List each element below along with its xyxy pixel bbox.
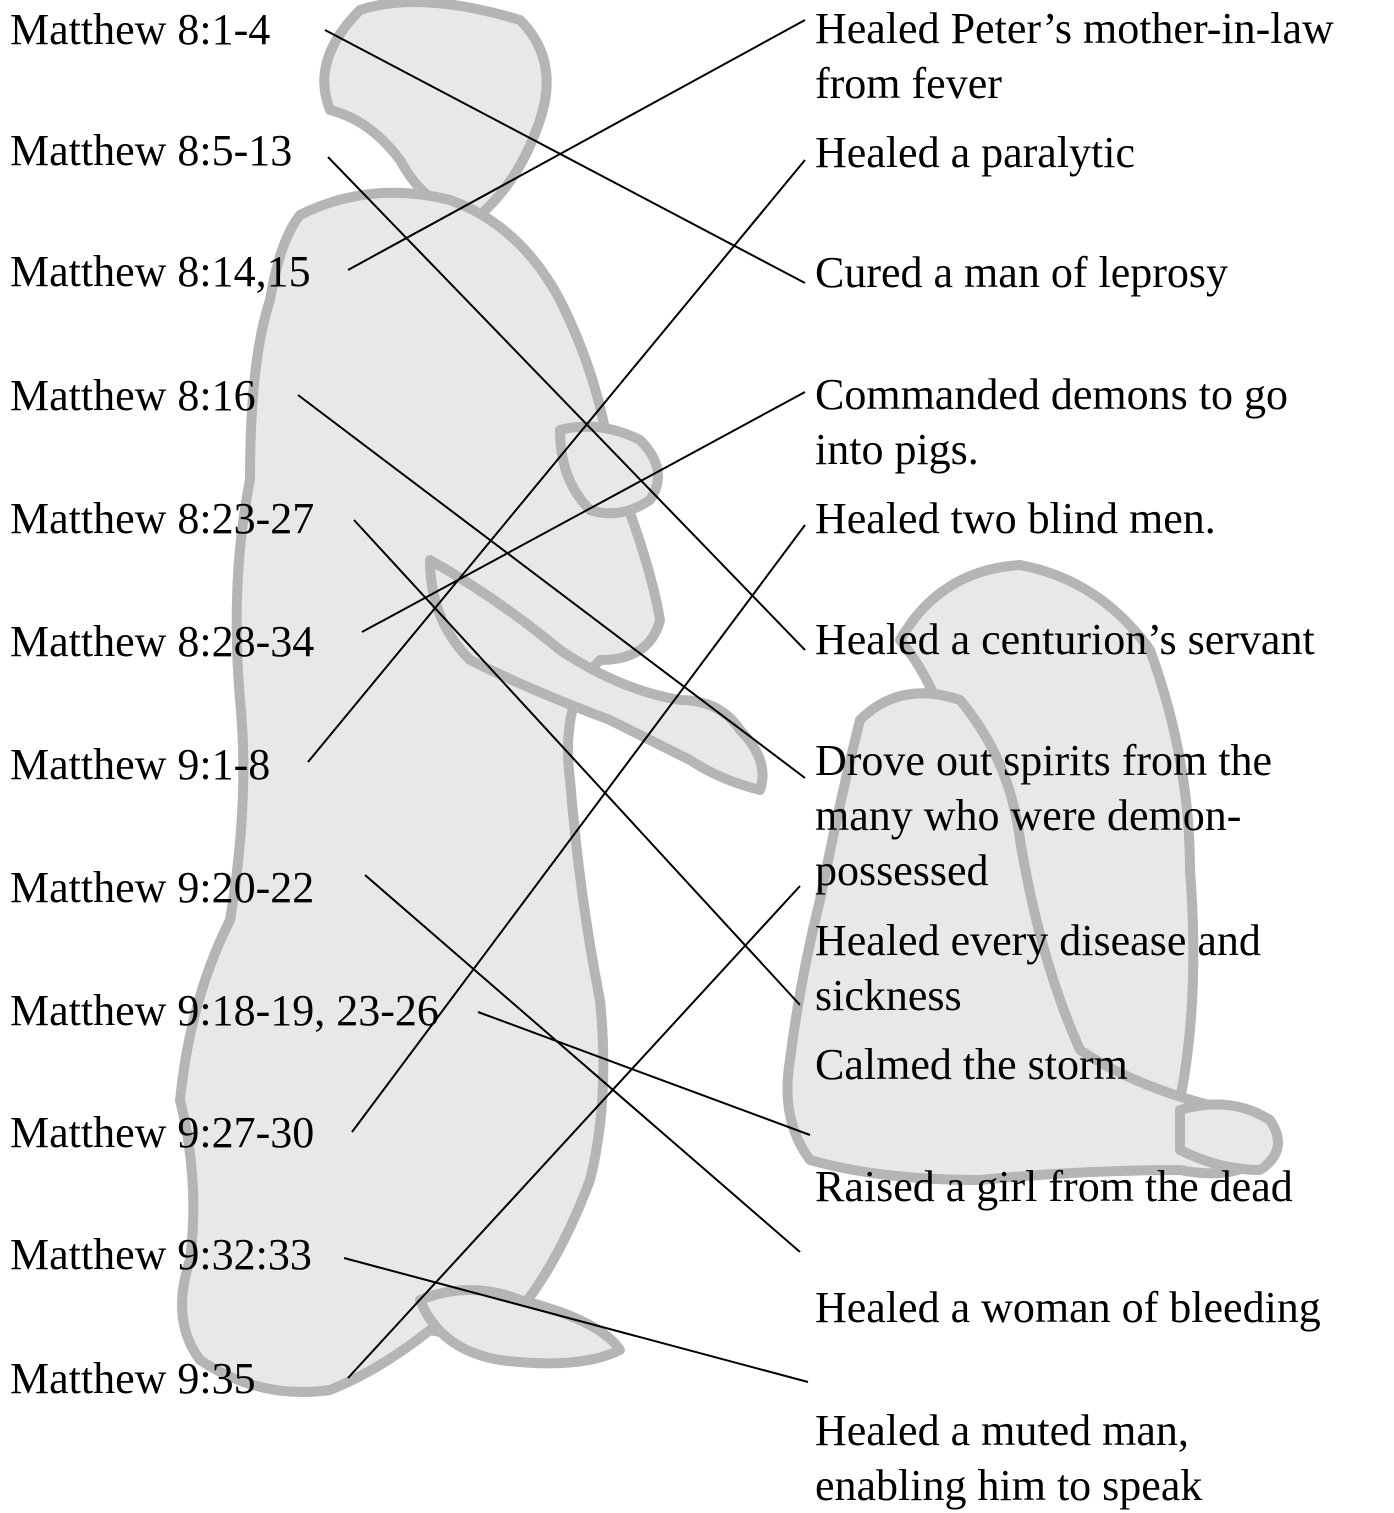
reference-label: Matthew 9:1-8 [10, 739, 270, 791]
description-label: Healed a muted man, enabling him to spea… [815, 1403, 1390, 1513]
description-label: Cured a man of leprosy [815, 245, 1390, 300]
connector-line [365, 875, 800, 1252]
connector-line [348, 20, 805, 270]
description-label: Commanded demons to go into pigs. [815, 367, 1390, 477]
description-label: Healed a woman of bleeding [815, 1280, 1390, 1335]
description-label: Drove out spirits from the many who were… [815, 733, 1390, 898]
description-label: Healed a paralytic [815, 125, 1390, 180]
reference-label: Matthew 9:18-19, 23-26 [10, 985, 439, 1037]
connector-line [328, 157, 805, 650]
description-label: Healed every disease and sickness [815, 913, 1390, 1023]
connector-line [354, 520, 800, 1005]
reference-label: Matthew 8:5-13 [10, 125, 292, 177]
reference-label: Matthew 9:20-22 [10, 862, 314, 914]
connector-line [344, 1258, 808, 1382]
reference-label: Matthew 8:28-34 [10, 616, 314, 668]
connector-line [348, 886, 800, 1378]
description-label: Healed a centurion’s servant [815, 612, 1390, 667]
description-label: Raised a girl from the dead [815, 1159, 1390, 1214]
reference-label: Matthew 9:35 [10, 1353, 256, 1405]
description-label: Healed Peter’s mother-in-law from fever [815, 1, 1390, 111]
connector-line [298, 395, 805, 778]
reference-label: Matthew 9:27-30 [10, 1107, 314, 1159]
description-label: Healed two blind men. [815, 491, 1390, 546]
reference-label: Matthew 8:1-4 [10, 4, 270, 56]
connector-line [325, 30, 805, 283]
description-label: Calmed the storm [815, 1037, 1390, 1092]
connector-line [352, 525, 805, 1132]
reference-label: Matthew 8:14,15 [10, 246, 311, 298]
reference-label: Matthew 8:16 [10, 370, 256, 422]
reference-label: Matthew 9:32:33 [10, 1229, 312, 1281]
reference-label: Matthew 8:23-27 [10, 493, 314, 545]
